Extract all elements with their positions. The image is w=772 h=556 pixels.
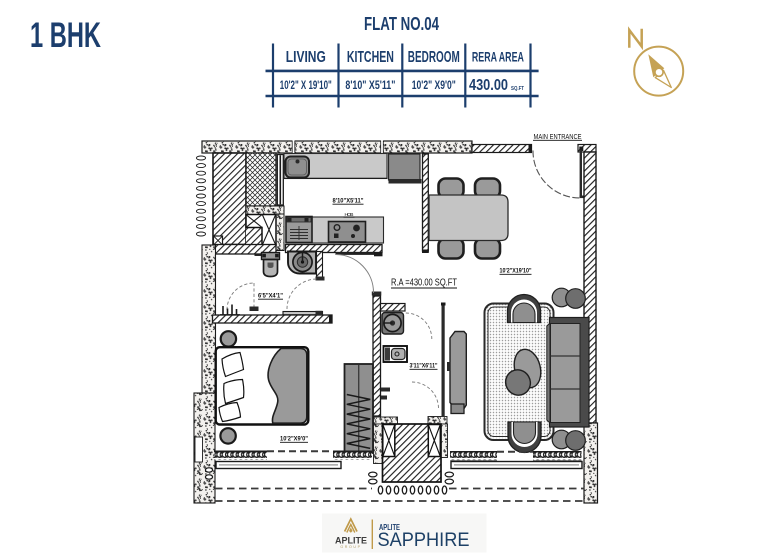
svg-text:MAIN ENTRANCE: MAIN ENTRANCE [534, 134, 582, 141]
svg-text:HOB: HOB [345, 212, 354, 218]
svg-text:6'5"X4'1": 6'5"X4'1" [258, 293, 283, 300]
svg-text:SAPPHIRE: SAPPHIRE [378, 529, 470, 551]
svg-text:3'11"X6'11": 3'11"X6'11" [410, 363, 438, 370]
svg-text:SQ.FT: SQ.FT [511, 86, 525, 92]
svg-text:FLAT NO.04: FLAT NO.04 [364, 13, 440, 34]
svg-text:10'2" X9'0": 10'2" X9'0" [412, 80, 456, 92]
svg-text:430.00: 430.00 [469, 77, 508, 94]
svg-text:8'10" X5'11": 8'10" X5'11" [345, 80, 395, 92]
svg-text:GROUP: GROUP [340, 545, 361, 549]
svg-text:1 BHK: 1 BHK [30, 16, 101, 55]
svg-text:RERA AREA: RERA AREA [472, 49, 524, 65]
svg-text:R.A =430.00 SQ.FT: R.A =430.00 SQ.FT [391, 278, 457, 289]
svg-text:10'2" X 19'10": 10'2" X 19'10" [280, 80, 332, 92]
svg-text:10'2"X9'0": 10'2"X9'0" [280, 436, 308, 443]
svg-text:8'10"X5'11": 8'10"X5'11" [333, 198, 364, 205]
svg-text:APLITE: APLITE [379, 523, 400, 532]
svg-text:APLITE: APLITE [335, 536, 367, 547]
svg-text:BEDROOM: BEDROOM [408, 49, 460, 66]
svg-text:KITCHEN: KITCHEN [347, 49, 394, 66]
svg-text:LIVING: LIVING [286, 49, 326, 66]
svg-text:10'2"X19'10": 10'2"X19'10" [500, 268, 532, 275]
